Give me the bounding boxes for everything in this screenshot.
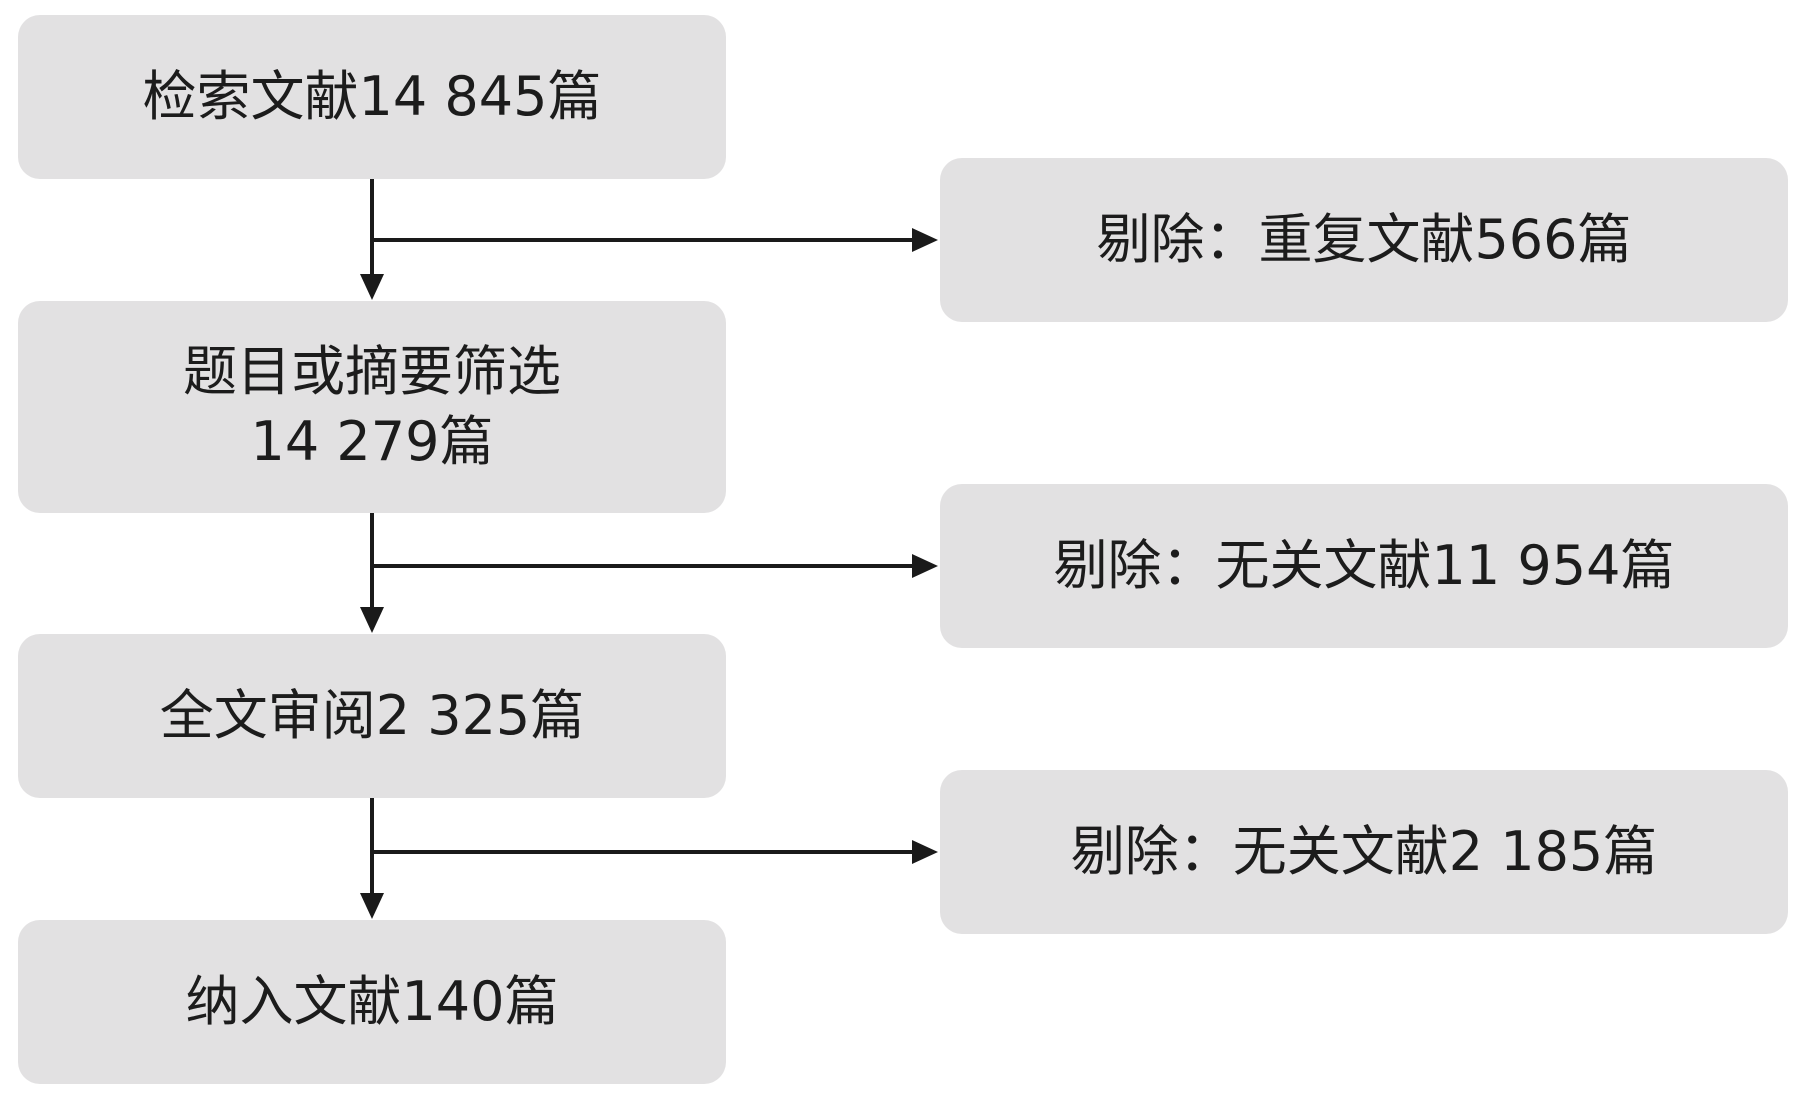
arrowhead-right-1 — [912, 228, 938, 252]
flow-box-included: 纳入文献140篇 — [18, 920, 726, 1084]
arrowhead-right-3 — [912, 840, 938, 864]
flow-box-title-abstract-screening: 题目或摘要筛选 14 279篇 — [18, 301, 726, 513]
flow-box-search: 检索文献14 845篇 — [18, 15, 726, 179]
flow-box-included-label: 纳入文献140篇 — [185, 969, 559, 1033]
flow-box-title-abstract-label-line2: 14 279篇 — [250, 410, 494, 473]
arrowhead-right-2 — [912, 554, 938, 578]
arrowhead-down-2 — [360, 607, 384, 633]
exclusion-box-duplicates: 剔除：重复文献566篇 — [940, 158, 1788, 322]
arrowhead-down-3 — [360, 893, 384, 919]
exclusion-irrelevant-1-label: 剔除：无关文献11 954篇 — [1053, 533, 1675, 597]
flow-box-full-text-label: 全文审阅2 325篇 — [159, 683, 585, 747]
exclusion-duplicates-label: 剔除：重复文献566篇 — [1096, 207, 1632, 271]
flow-box-title-abstract-label-line1: 题目或摘要筛选 — [183, 339, 561, 403]
flow-box-full-text-review: 全文审阅2 325篇 — [18, 634, 726, 798]
arrowhead-down-1 — [360, 274, 384, 300]
exclusion-irrelevant-2-label: 剔除：无关文献2 185篇 — [1070, 819, 1658, 883]
exclusion-box-irrelevant-2: 剔除：无关文献2 185篇 — [940, 770, 1788, 934]
exclusion-box-irrelevant-1: 剔除：无关文献11 954篇 — [940, 484, 1788, 648]
flow-box-search-label: 检索文献14 845篇 — [142, 64, 602, 128]
